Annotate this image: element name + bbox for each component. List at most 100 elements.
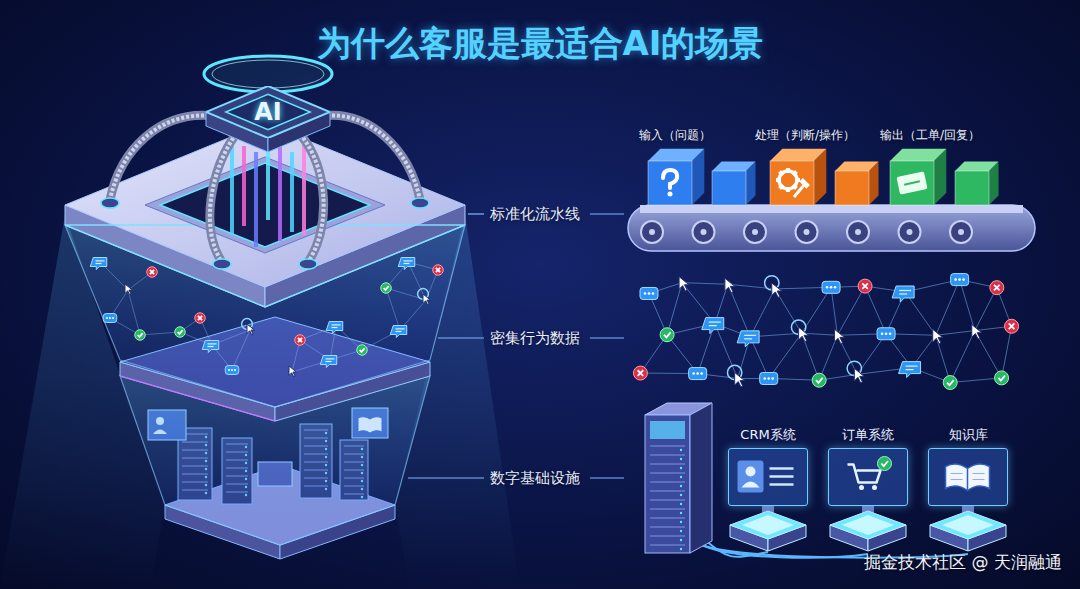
chat-bubble (202, 341, 219, 353)
system-name: 订单系统 (842, 426, 894, 444)
chat-bubble (951, 274, 969, 286)
bubble-line (96, 260, 105, 261)
data-link (1002, 326, 1012, 378)
tower-slot (650, 482, 685, 483)
bubble-line (96, 263, 102, 264)
chat-bubble (390, 326, 407, 338)
check-tick (947, 380, 954, 385)
profile-body (742, 482, 760, 488)
book-icon (946, 464, 990, 491)
system-name: CRM系统 (740, 426, 795, 444)
tower-slot (650, 491, 685, 492)
book-line (951, 479, 963, 480)
system-screen: CRM系统 (728, 448, 808, 506)
error-cross (198, 316, 202, 320)
tower-led (680, 503, 682, 505)
section-label: 密集行为数据 (490, 329, 580, 348)
chip-core (226, 94, 310, 129)
light-beam (254, 152, 258, 247)
bubble-line (332, 324, 341, 325)
error-cross (994, 285, 1000, 291)
profile-head (746, 467, 756, 477)
tower-screen (650, 421, 685, 439)
book-spine (967, 469, 969, 491)
cursor-arrow (854, 368, 864, 382)
data-link (837, 286, 865, 335)
chat-bubble (899, 362, 921, 378)
cable (210, 134, 236, 262)
error-mark (858, 279, 872, 293)
ai-stack (0, 56, 520, 589)
light-beam (290, 152, 294, 232)
text-line (770, 467, 794, 470)
cursor-arrow (423, 294, 430, 305)
tower-slot (650, 509, 685, 510)
screen-icon (729, 449, 806, 504)
error-cross (298, 338, 302, 342)
tower-led (680, 458, 682, 460)
check-tick (816, 378, 823, 383)
bubble-line (404, 263, 410, 264)
check-mark (381, 283, 392, 294)
slab-top (730, 511, 806, 539)
bubble-dot (962, 278, 965, 281)
error-mark (1005, 319, 1019, 333)
tower-led (680, 548, 682, 550)
chat-bubble (225, 366, 239, 375)
check-tick (881, 461, 888, 466)
bubble-dot (109, 317, 111, 319)
bubble-dot (648, 292, 651, 295)
book-line (951, 473, 963, 474)
tower-slot (650, 527, 685, 528)
data-link (950, 331, 975, 383)
tower-slot (650, 446, 685, 447)
system-name: 知识库 (949, 426, 988, 444)
data-link (715, 324, 738, 379)
tower-slot (650, 464, 685, 465)
section-label: 数字基础设施 (490, 469, 580, 488)
check-mark (175, 327, 186, 338)
check-tick (998, 375, 1005, 380)
bubble-dot (763, 377, 766, 380)
cursor-arrow (725, 278, 735, 292)
chat-bubble (760, 372, 778, 384)
watermark: 掘金技术社区 @ 天润融通 (864, 551, 1062, 574)
data-link (769, 333, 802, 378)
tower-led (680, 476, 682, 478)
bubble-dot (881, 332, 884, 335)
roller-hub (907, 229, 913, 235)
check-tick (178, 330, 183, 334)
halo-ring (212, 60, 324, 88)
data-link (667, 283, 682, 335)
cursor-arrow (972, 325, 982, 339)
cube-top (648, 149, 704, 161)
bubble-line (899, 290, 911, 291)
tower-led (680, 494, 682, 496)
leader-line (468, 213, 484, 214)
cursor-arrow (933, 329, 943, 343)
tower-front (645, 415, 690, 553)
roller-hub (804, 229, 810, 235)
bubble-line (208, 343, 217, 344)
roller-hub (855, 229, 861, 235)
leader-line (590, 477, 624, 478)
infrastructure (645, 403, 1006, 558)
bubble-line (744, 338, 752, 339)
chat-bubble (326, 322, 343, 334)
hole-rim (145, 157, 385, 253)
chat-bubble (737, 331, 759, 347)
tower-led (680, 467, 682, 469)
bubble-dot (826, 286, 829, 289)
roller (796, 221, 818, 243)
cable-socket (213, 259, 231, 269)
chip-label: AI (254, 98, 282, 126)
light-beam (302, 140, 306, 235)
data-link (960, 280, 975, 331)
cable-shine (210, 134, 236, 262)
bubble-dot (830, 286, 833, 289)
bubble-dot (767, 377, 770, 380)
bubble-line (396, 328, 405, 329)
cable-socket (101, 198, 119, 208)
error-cross (862, 283, 868, 289)
